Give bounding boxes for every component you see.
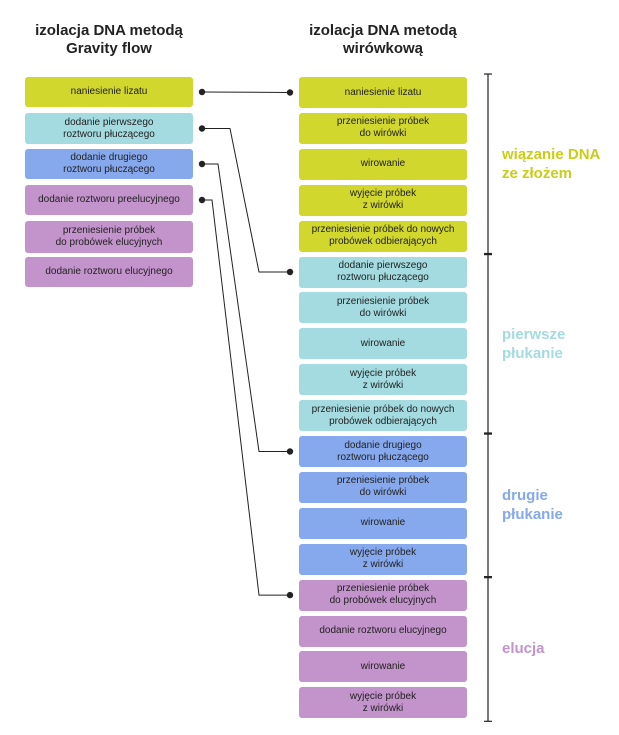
gravity-step-box: dodanie pierwszego roztworu płuczącego — [25, 113, 193, 144]
gravity-step-box: dodanie drugiego roztworu płuczącego — [25, 149, 193, 179]
centrifuge-step-box: dodanie roztworu elucyjnego — [299, 615, 467, 647]
connector-start-dot — [198, 196, 206, 204]
centrifuge-step-box: naniesienie lizatu — [299, 77, 467, 108]
centrifuge-step-box: wirowanie — [299, 148, 467, 180]
gravity-step-box: naniesienie lizatu — [25, 77, 193, 107]
heading-gravity-flow: izolacja DNA metodą Gravity flow — [35, 22, 183, 57]
connector-end-dot — [286, 268, 294, 276]
centrifuge-step-box: dodanie drugiego roztworu płuczącego — [299, 436, 467, 467]
connector-end-dot — [286, 448, 294, 455]
connector-end-dot — [286, 591, 294, 599]
centrifuge-step-box: wirowanie — [299, 651, 467, 683]
connector-line — [202, 128, 290, 273]
connector-line — [201, 91, 291, 93]
connector-end-dot — [286, 89, 294, 96]
gravity-step-box: przeniesienie próbek do probówek elucyjn… — [25, 221, 193, 253]
centrifuge-step-box: wyjęcie próbek z wirówki — [299, 543, 467, 575]
centrifuge-step-box: przeniesienie próbek do nowych probówek … — [299, 220, 467, 252]
connector-start-dot — [198, 88, 206, 96]
section-label: drugie płukanie — [502, 487, 563, 524]
gravity-step-box: dodanie roztworu elucyjnego — [25, 257, 193, 287]
centrifuge-step-box: przeniesienie próbek do wirówki — [299, 292, 467, 324]
centrifuge-step-box: przeniesienie próbek do nowych probówek … — [299, 400, 467, 432]
section-label: wiązanie DNA ze złożem — [502, 146, 601, 183]
centrifuge-step-box: wirowanie — [299, 328, 467, 360]
connector-line — [202, 163, 290, 452]
centrifuge-step-box: wyjęcie próbek z wirówki — [299, 184, 467, 216]
gravity-step-box: dodanie roztworu preelucyjnego — [25, 185, 193, 215]
centrifuge-step-box: wyjęcie próbek z wirówki — [299, 364, 467, 396]
heading-centrifuge: izolacja DNA metodą wirówkową — [309, 22, 457, 57]
section-label: pierwsze płukanie — [502, 325, 566, 362]
centrifuge-step-box: wirowanie — [299, 507, 467, 539]
connector-start-dot — [198, 125, 206, 132]
centrifuge-step-box: przeniesienie próbek do probówek elucyjn… — [299, 579, 467, 611]
connector-start-dot — [198, 160, 206, 168]
centrifuge-step-box: przeniesienie próbek do wirówki — [299, 471, 467, 503]
section-label: elucja — [502, 640, 545, 658]
centrifuge-step-box: dodanie pierwszego roztworu płuczącego — [299, 256, 467, 288]
connector-line — [202, 199, 290, 596]
centrifuge-step-box: wyjęcie próbek z wirówki — [299, 687, 467, 719]
centrifuge-step-box: przeniesienie próbek do wirówki — [299, 112, 467, 144]
